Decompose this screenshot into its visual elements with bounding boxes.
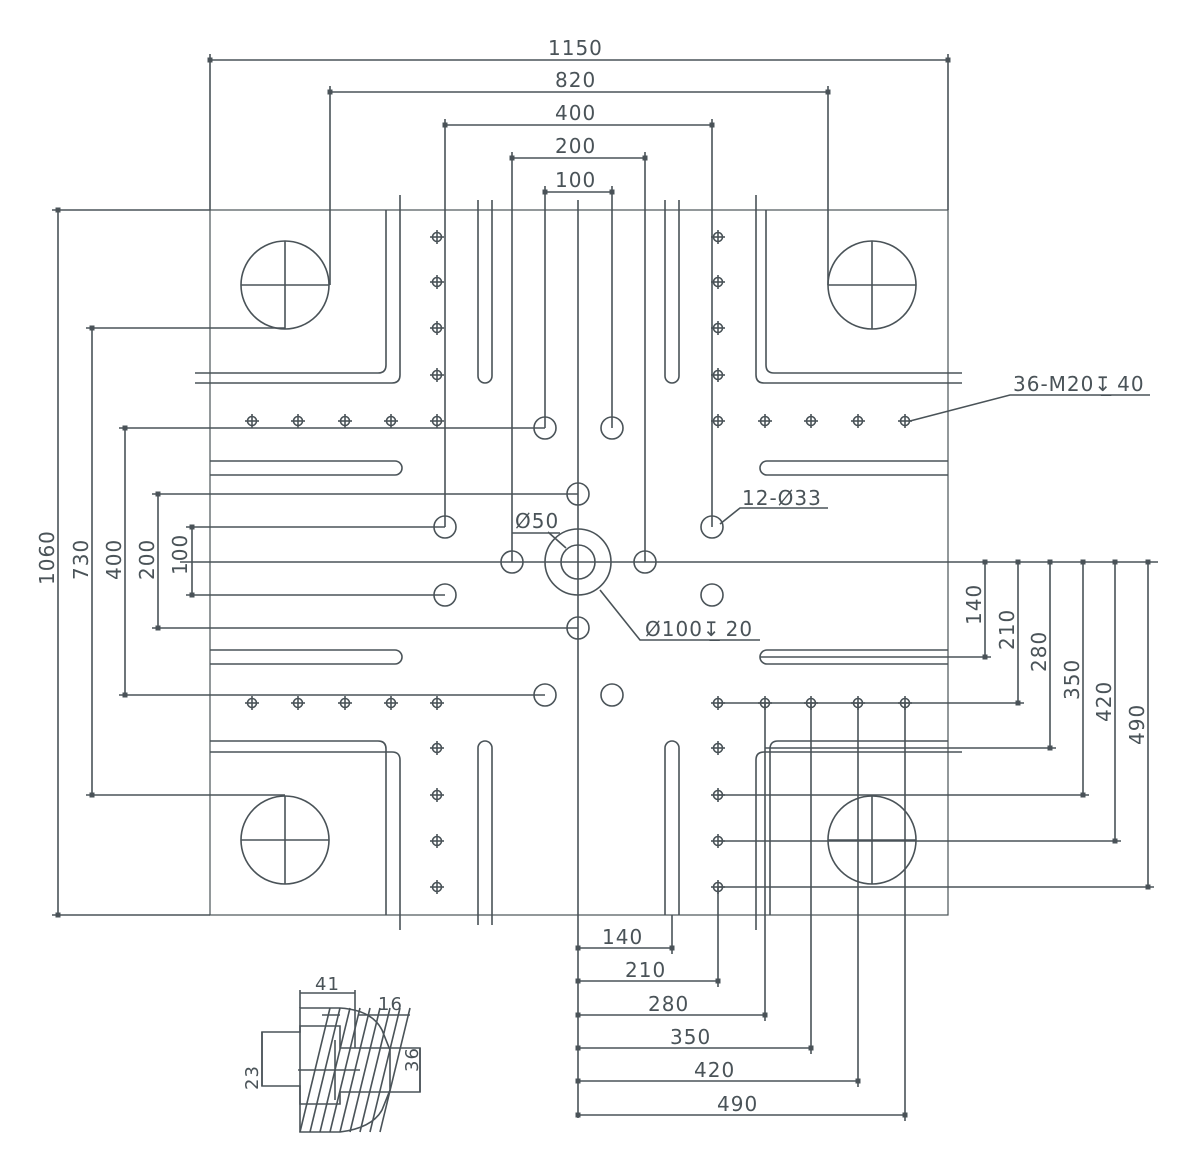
section-slot-16: 16 [378,994,403,1015]
corner-groove [195,210,387,374]
hatch-line [339,1007,371,1133]
dim-top-820: 820 [555,68,596,92]
corner-groove [210,740,387,915]
dim-arrow [1112,559,1118,565]
dim-arrow [575,945,581,951]
leader-center-small [512,531,567,549]
dim-bottom-140: 140 [602,925,643,949]
dim-top-1150: 1150 [548,36,603,60]
dim-right-420: 420 [1092,681,1116,722]
callout-center-small: Ø50 [515,509,559,533]
dim-arrow [575,1045,581,1051]
section-neck-23: 23 [242,1065,263,1090]
hatch-line [299,1007,331,1133]
t-slot [210,649,403,665]
ejector-hole [700,583,724,607]
hatch-line [309,1007,341,1133]
dim-bottom-210: 210 [625,958,666,982]
corner-groove [195,195,401,384]
callout-center-large: Ø100↧̲ 20 [645,617,753,641]
dim-arrow [1047,559,1053,565]
callout-through-holes: 12-Ø33 [742,486,822,510]
dim-arrow [575,1112,581,1118]
t-slot [210,460,403,476]
dim-right-490: 490 [1125,704,1149,745]
section-width-41: 41 [315,974,340,995]
leader-bolt-holes [909,394,1150,422]
hatch-line [369,1007,401,1133]
hatch-line [349,1007,381,1133]
dim-bottom-350: 350 [670,1025,711,1049]
dim-left-730: 730 [69,539,93,580]
dim-bottom-490: 490 [717,1092,758,1116]
t-slot [477,200,493,384]
t-slot [477,740,493,925]
center-hole-100 [544,528,612,596]
hatch-line [379,1007,411,1133]
dim-right-280: 280 [1027,631,1051,672]
corner-groove [769,740,948,915]
dim-bottom-420: 420 [694,1058,735,1082]
dim-arrow [575,978,581,984]
t-slot [664,740,680,915]
section-depth-36: 36 [402,1047,423,1072]
dim-left-1060: 1060 [35,530,59,585]
corner-groove [755,751,962,930]
dim-top-100: 100 [555,168,596,192]
corner-groove [765,210,962,374]
dim-arrow [1015,559,1021,565]
dim-bottom-280: 280 [648,992,689,1016]
dim-left-400: 400 [102,539,126,580]
dim-arrow [1080,559,1086,565]
dim-left-100: 100 [168,534,192,575]
dim-right-350: 350 [1060,659,1084,700]
dimension-labels: 1150 820 400 200 100 1060 730 400 200 10… [35,36,1149,1116]
hatch-line [319,1007,351,1133]
callout-bolt-holes: 36-M20↧̲ 40 [1013,372,1145,396]
dim-left-200: 200 [135,539,159,580]
corner-groove [755,195,962,384]
dim-arrow [1145,559,1151,565]
corner-groove [210,751,401,930]
leader-center-large [599,589,760,641]
t-slot [664,200,680,384]
dim-right-140: 140 [962,584,986,625]
hatch-line [359,1007,391,1133]
dim-arrow [575,1012,581,1018]
dim-right-210: 210 [995,609,1019,650]
geometry [52,54,1158,1133]
dim-arrow [575,1078,581,1084]
dim-arrow [982,559,988,565]
leader-through-holes [719,507,828,525]
center-hole-50 [560,544,596,580]
t-slot [759,460,948,476]
dim-top-200: 200 [555,134,596,158]
ejector-hole [600,683,624,707]
dim-top-400: 400 [555,101,596,125]
